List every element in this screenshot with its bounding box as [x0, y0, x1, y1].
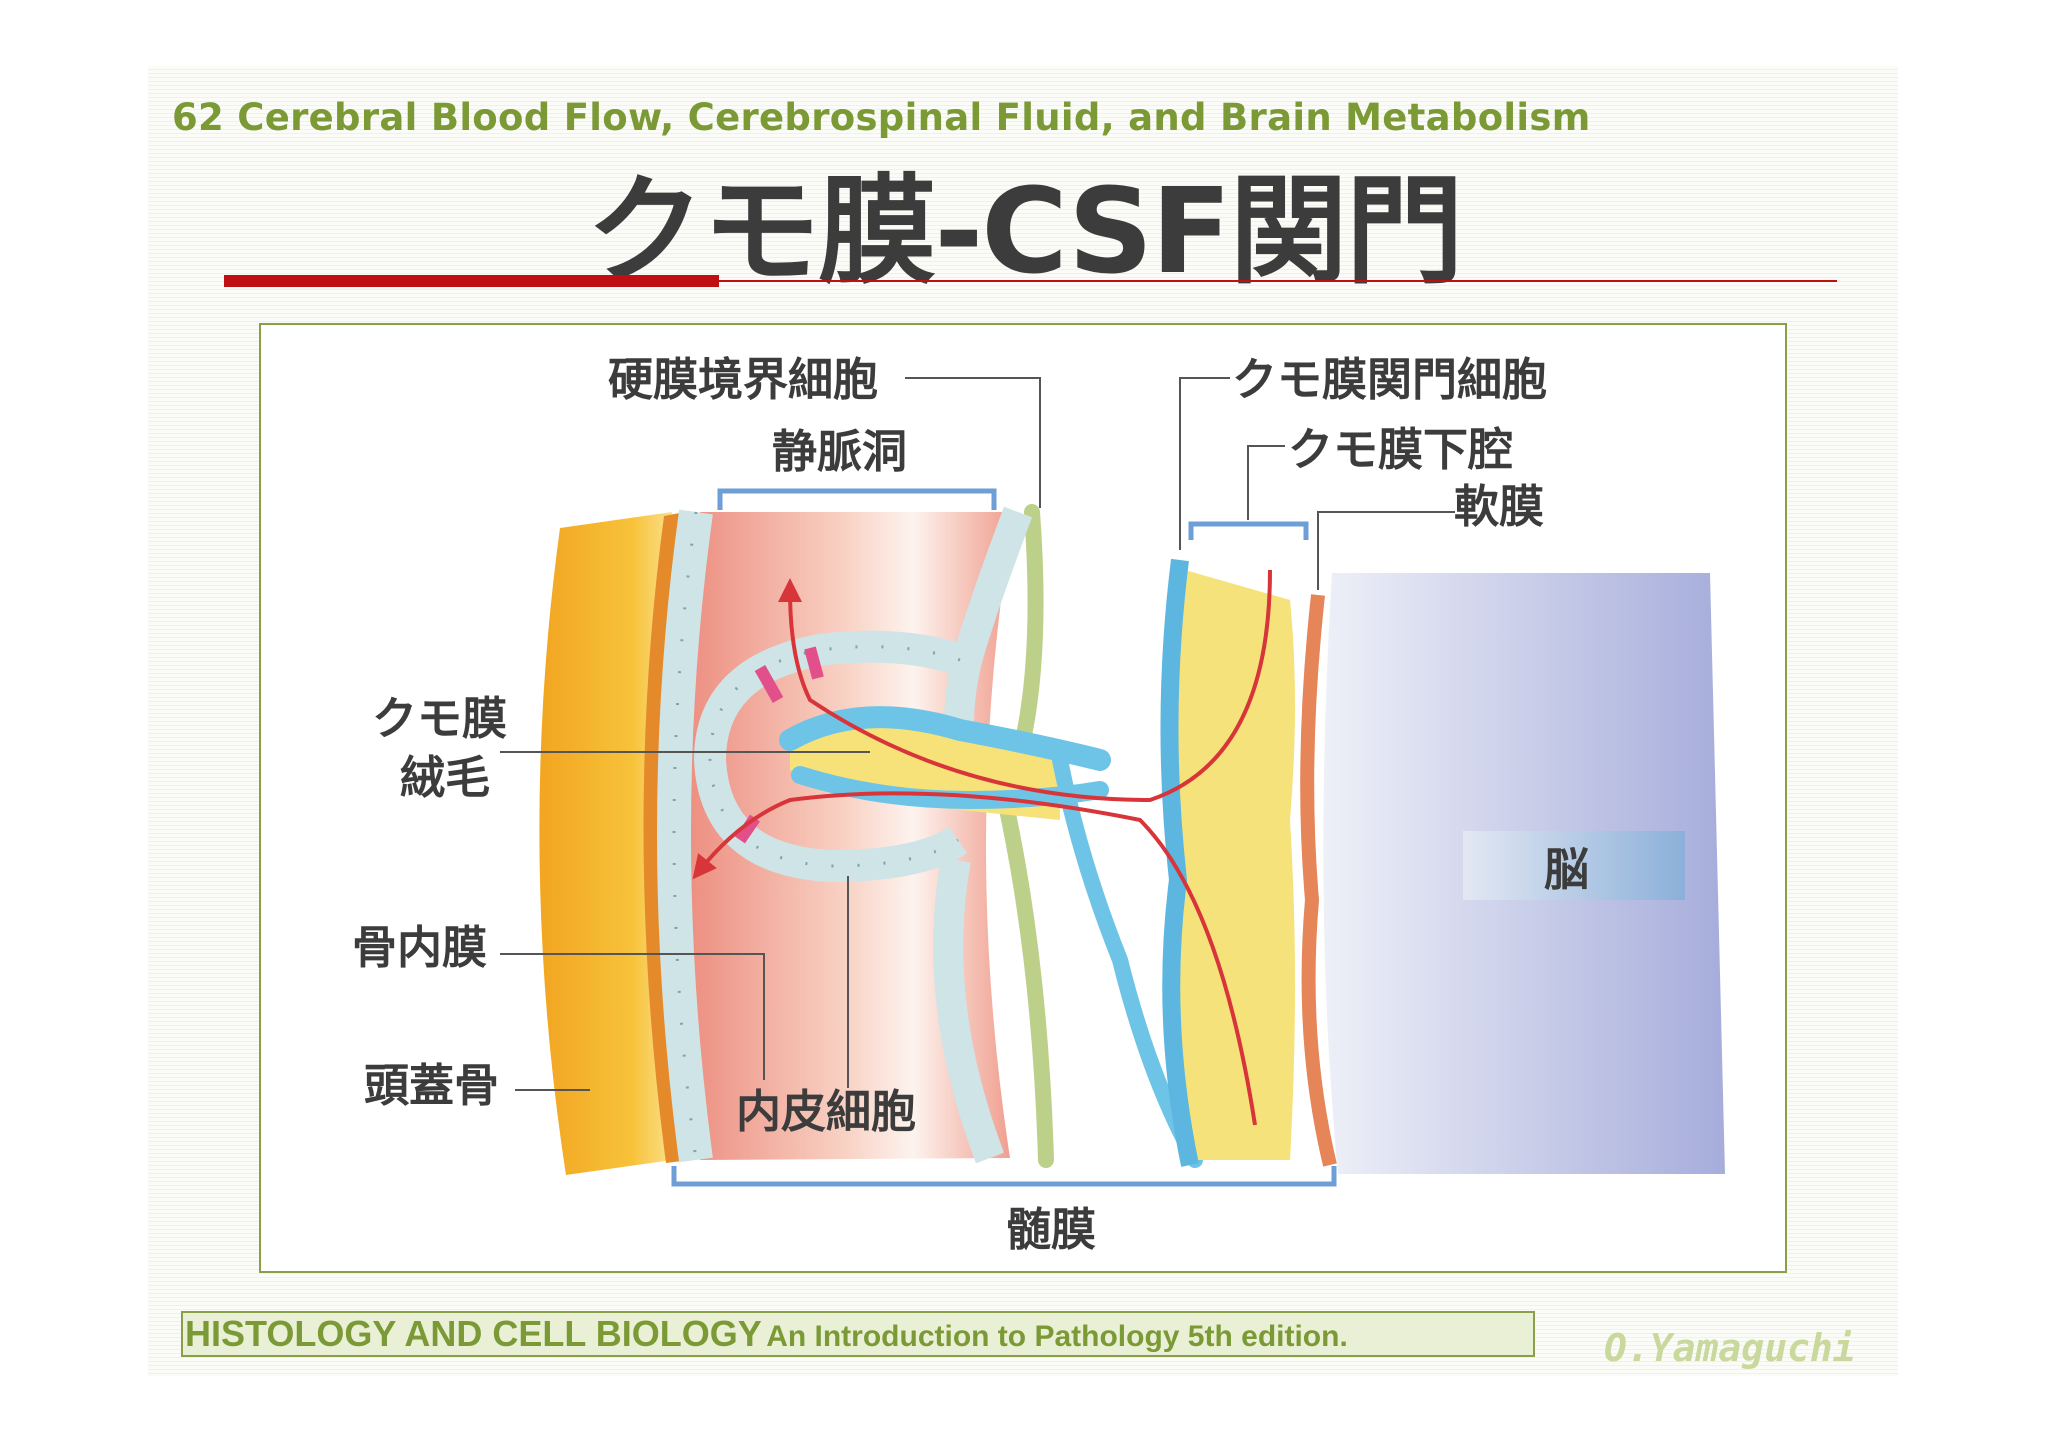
label-dural-border-cells: 硬膜境界細胞	[608, 353, 878, 406]
title-underline-thin	[719, 280, 1837, 282]
label-subarachnoid-space: クモ膜下腔	[1288, 423, 1513, 476]
label-arachnoid-villus-1: クモ膜	[372, 692, 507, 745]
source-title: HISTOLOGY AND CELL BIOLOGY	[185, 1313, 762, 1354]
label-arachnoid-barrier-cells: クモ膜関門細胞	[1232, 353, 1547, 406]
chapter-heading: 62 Cerebral Blood Flow, Cerebrospinal Fl…	[172, 96, 1591, 139]
flow-arrow-down	[692, 791, 1257, 1126]
page-title: クモ膜-CSF関門	[586, 162, 1463, 300]
label-meninges: 髄膜	[1006, 1203, 1096, 1256]
label-endothelial-cells: 内皮細胞	[736, 1085, 916, 1138]
dural-border-cells	[996, 504, 1054, 1168]
source-citation: HISTOLOGY AND CELL BIOLOGY An Introducti…	[181, 1311, 1535, 1357]
pia-mater-layer	[1300, 594, 1337, 1167]
label-skull: 頭蓋骨	[364, 1059, 499, 1112]
subarachnoid-bracket	[1188, 521, 1309, 540]
venous-sinus-bracket	[717, 488, 997, 510]
arachnoid-trabeculae	[1171, 570, 1295, 1160]
label-pia-mater: 軟膜	[1454, 480, 1544, 533]
label-arachnoid-villus-2: 絨毛	[400, 751, 490, 804]
label-brain: 脳	[1544, 843, 1589, 896]
skull-bone	[539, 512, 672, 1175]
label-venous-sinus: 静脈洞	[772, 425, 907, 478]
source-subtitle: An Introduction to Pathology 5th edition…	[766, 1320, 1348, 1353]
meninges-bracket	[671, 1166, 1337, 1187]
brain-label-box	[1463, 831, 1685, 900]
title-underline-thick	[224, 275, 719, 287]
flow-arrow-up	[778, 569, 1272, 803]
label-endosteum: 骨内膜	[352, 921, 487, 974]
author-signature: O.Yamaguchi	[1604, 1326, 1856, 1370]
